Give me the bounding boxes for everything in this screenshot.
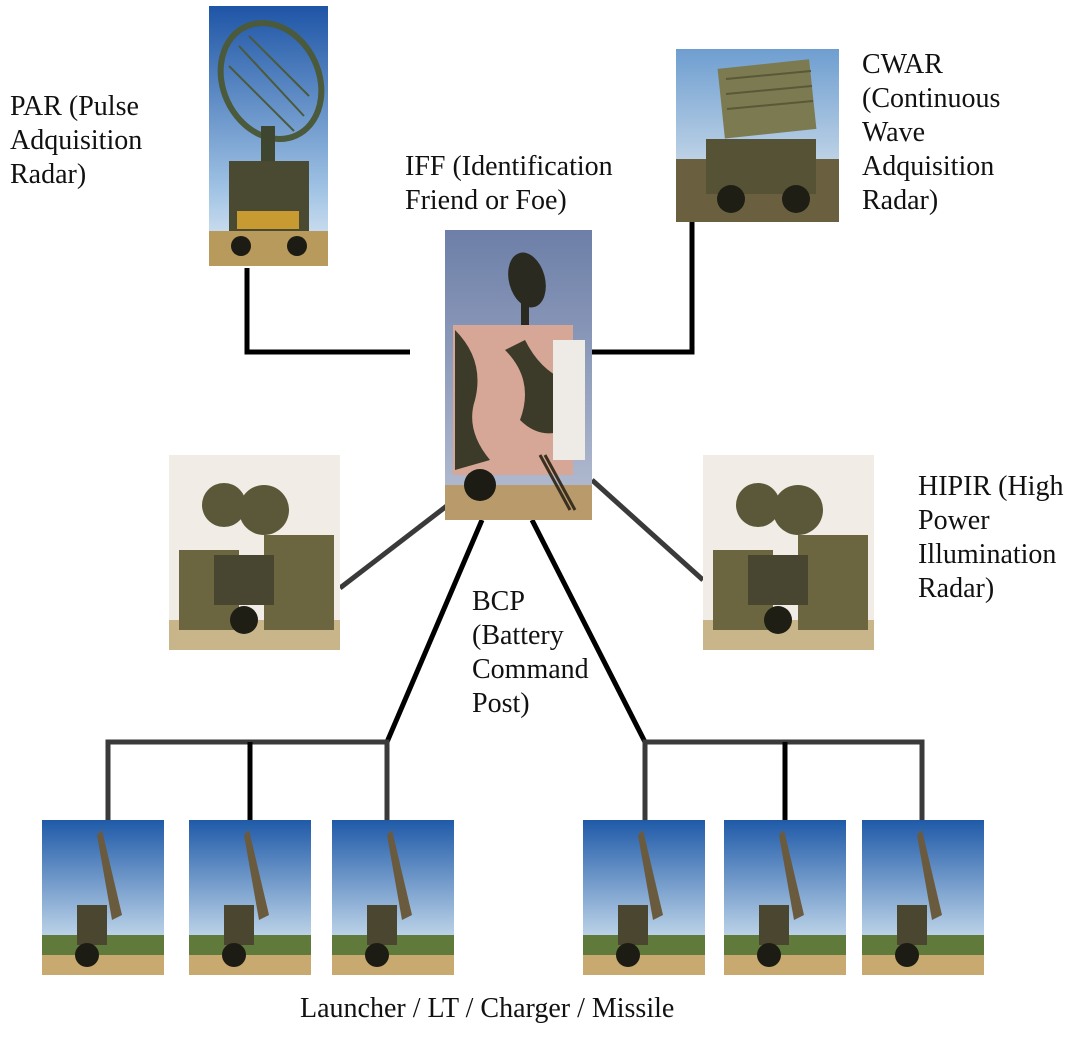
launcher-photo-3 <box>332 820 454 975</box>
line-hipir-left <box>338 503 450 590</box>
bcp-shelter-photo <box>445 230 592 520</box>
hipir-label: HIPIR (High Power Illumination Radar) <box>918 471 1064 604</box>
iff-label: IFF (Identification Friend or Foe) <box>405 151 613 216</box>
hipir-left-photo <box>169 455 340 650</box>
cwar-radar-photo <box>676 49 839 222</box>
launcher-photo-4 <box>583 820 705 975</box>
line-hipir-right <box>590 478 705 582</box>
bcp-label: BCP (Battery Command Post) <box>472 586 589 719</box>
launcher-photo-5 <box>724 820 846 975</box>
par-radar-photo <box>209 6 328 266</box>
launcher-photo-6 <box>862 820 984 975</box>
par-label: PAR (Pulse Adquisition Radar) <box>10 91 143 190</box>
line-cwar-bcp <box>592 222 695 355</box>
line-par-bcp <box>244 268 410 355</box>
line-bcp-right-group <box>529 518 648 744</box>
hipir-right-photo <box>703 455 874 650</box>
launcher-photo-2 <box>189 820 311 975</box>
line-bcp-left-group <box>384 519 485 743</box>
launcher-photo-1 <box>42 820 164 975</box>
launchers-caption: Launcher / LT / Charger / Missile <box>300 993 675 1024</box>
cwar-label: CWAR (Continuous Wave Adquisition Radar) <box>862 49 1001 216</box>
